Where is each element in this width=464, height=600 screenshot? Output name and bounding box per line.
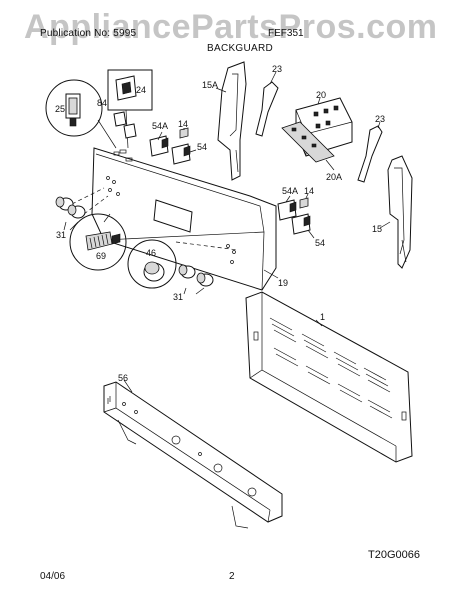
- switch-54A-top: [149, 135, 169, 157]
- switch-54-mid: [291, 213, 311, 235]
- endcap-15A: [217, 61, 247, 181]
- part-label-56: 56: [118, 373, 128, 383]
- part-label-54A-mid: 54A: [282, 186, 298, 196]
- part-label-14-mid: 14: [304, 186, 314, 196]
- bracket-23-right: [357, 125, 383, 183]
- callout-25: [45, 79, 103, 137]
- rear-panel-1: [245, 291, 413, 463]
- lower-panel-56: [103, 381, 283, 529]
- part-label-31-left: 31: [56, 230, 66, 240]
- footer-date: 04/06: [40, 571, 66, 582]
- bracket-23-top: [255, 81, 279, 137]
- knob-left-2: [67, 204, 86, 219]
- clip-14-mid: [299, 197, 309, 209]
- part-label-46: 46: [146, 248, 156, 258]
- part-label-15: 15: [372, 224, 382, 234]
- switch-54-top: [171, 143, 191, 165]
- callout-69: [69, 213, 127, 271]
- part-label-23-top: 23: [272, 64, 282, 74]
- knob-bottom-1: [178, 264, 196, 279]
- clip-14-top: [179, 127, 189, 139]
- part-label-20A: 20A: [326, 172, 342, 182]
- switch-54A-mid: [277, 199, 297, 221]
- part-label-31-bottom: 31: [173, 292, 183, 302]
- part-label-23-right: 23: [375, 114, 385, 124]
- watermark: AppliancePartsPros.com: [24, 8, 438, 46]
- part-label-19: 19: [278, 278, 288, 288]
- publication-label: Publication No: 5995: [40, 28, 137, 39]
- part-label-54-mid: 54: [315, 238, 325, 248]
- control-panel-19: [91, 147, 277, 291]
- part-label-24: 24: [136, 85, 146, 95]
- figure-reference: T20G0066: [368, 549, 420, 561]
- knob-bottom-2: [196, 272, 214, 287]
- part-labels: 25 84 24 15A 23 20 54A 14 54 20A 23 54A …: [55, 64, 385, 383]
- knob-left-1: [55, 196, 74, 211]
- part-label-54A-top: 54A: [152, 121, 168, 131]
- part-label-14-top: 14: [178, 119, 188, 129]
- part-label-54-top: 54: [197, 142, 207, 152]
- endcap-15: [387, 155, 413, 269]
- callout-24: [107, 69, 153, 111]
- callout-46: [127, 239, 177, 289]
- part-label-69: 69: [96, 251, 106, 261]
- part-label-15A: 15A: [202, 80, 218, 90]
- section-title: BACKGUARD: [207, 43, 274, 54]
- switch-84: [113, 111, 137, 139]
- model-label: FEF351: [268, 28, 304, 39]
- part-label-1: 1: [320, 312, 325, 322]
- part-label-84: 84: [97, 98, 107, 108]
- part-label-25: 25: [55, 104, 65, 114]
- overlay-20A: [281, 121, 335, 163]
- part-label-20: 20: [316, 90, 326, 100]
- footer-page-number: 2: [229, 571, 235, 582]
